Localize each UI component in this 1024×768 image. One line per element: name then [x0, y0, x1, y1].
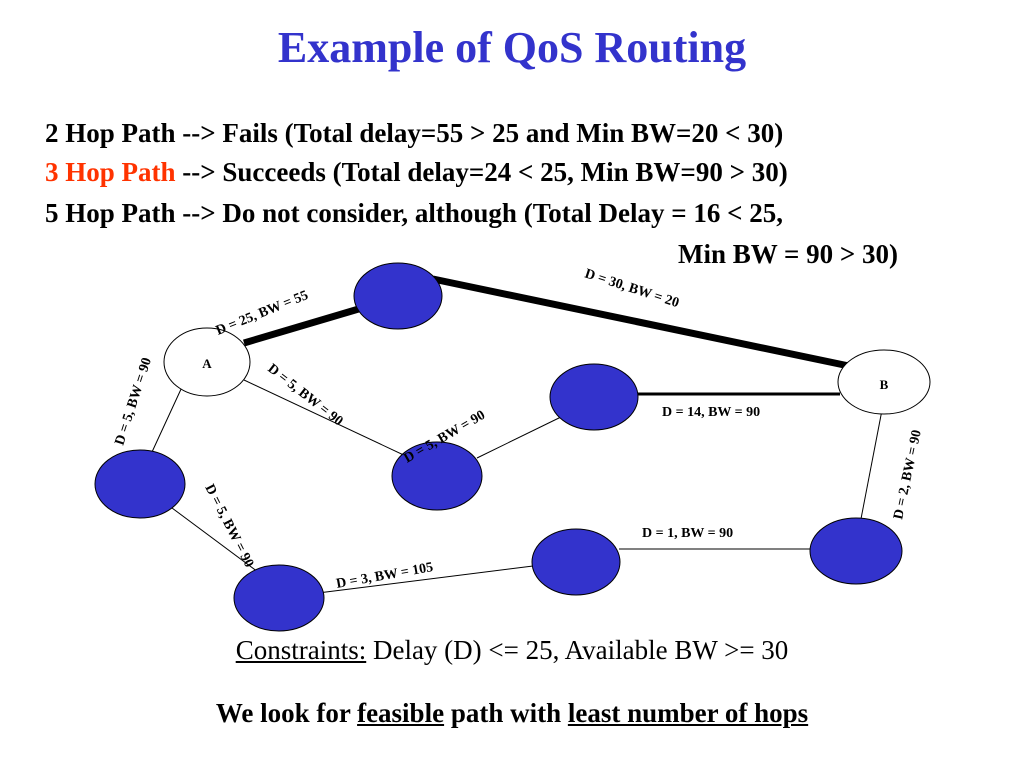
- goal-pre: We look for: [215, 698, 358, 728]
- edge-top-b-label: D = 30, BW = 20: [583, 267, 681, 312]
- node-a: [163, 327, 251, 397]
- edge-a-left: [151, 386, 183, 453]
- goal-feasible: feasible: [357, 698, 445, 728]
- goal-mid: path with: [444, 698, 568, 728]
- edge-midright-b-label: D = 14, BW = 90: [662, 405, 760, 420]
- goal-line: We look for feasible path with least num…: [0, 696, 1024, 730]
- edge-bottomleft-bottommid-label: D = 3, BW = 105: [335, 560, 434, 592]
- node-a-label: A: [202, 356, 212, 371]
- three-hop-line: 3 Hop Path --> Succeeds (Total delay=24 …: [45, 155, 788, 189]
- node-mid: [391, 441, 483, 511]
- node-b: [837, 349, 931, 415]
- node-mid-right: [549, 363, 639, 431]
- node-top: [353, 262, 443, 330]
- edge-left-bottomleft-label: D = 5, BW = 90: [201, 482, 256, 570]
- edge-a-left-label: D = 5, BW = 90: [113, 356, 155, 447]
- edge-bottommid-bottomright-label: D = 1, BW = 90: [642, 526, 733, 541]
- edge-left-bottomleft: [171, 507, 263, 576]
- node-bottom-left: [233, 564, 325, 632]
- node-bottom-mid: [531, 528, 621, 596]
- edge-a-top: [243, 304, 363, 347]
- edge-bottomleft-bottommid: [317, 565, 534, 594]
- constraints-text: Delay (D) <= 25, Available BW >= 30: [366, 635, 789, 665]
- edge-top-b: [432, 275, 850, 370]
- two-hop-line: 2 Hop Path --> Fails (Total delay=55 > 2…: [45, 118, 784, 148]
- five-hop-line: 5 Hop Path --> Do not consider, although…: [45, 198, 783, 228]
- constraints-label: Constraints:: [235, 635, 367, 665]
- edge-a-mid: [243, 379, 411, 459]
- five-hop-line-continued: Min BW = 90 > 30): [678, 239, 899, 269]
- node-b-label: B: [880, 377, 889, 392]
- three-hop-highlight: 3 Hop Path: [45, 157, 176, 187]
- constraints-line: Constraints: Delay (D) <= 25, Available …: [0, 633, 1024, 667]
- node-bottom-right: [809, 517, 903, 585]
- edge-bottomright-b: [859, 409, 883, 525]
- node-left: [94, 449, 186, 519]
- goal-least-hops: least number of hops: [567, 698, 809, 728]
- edge-bottomright-b-label: D = 2, BW = 90: [891, 429, 925, 521]
- edge-mid-midright: [476, 415, 564, 459]
- three-hop-rest: --> Succeeds (Total delay=24 < 25, Min B…: [175, 157, 788, 187]
- page-title: Example of QoS Routing: [277, 23, 747, 72]
